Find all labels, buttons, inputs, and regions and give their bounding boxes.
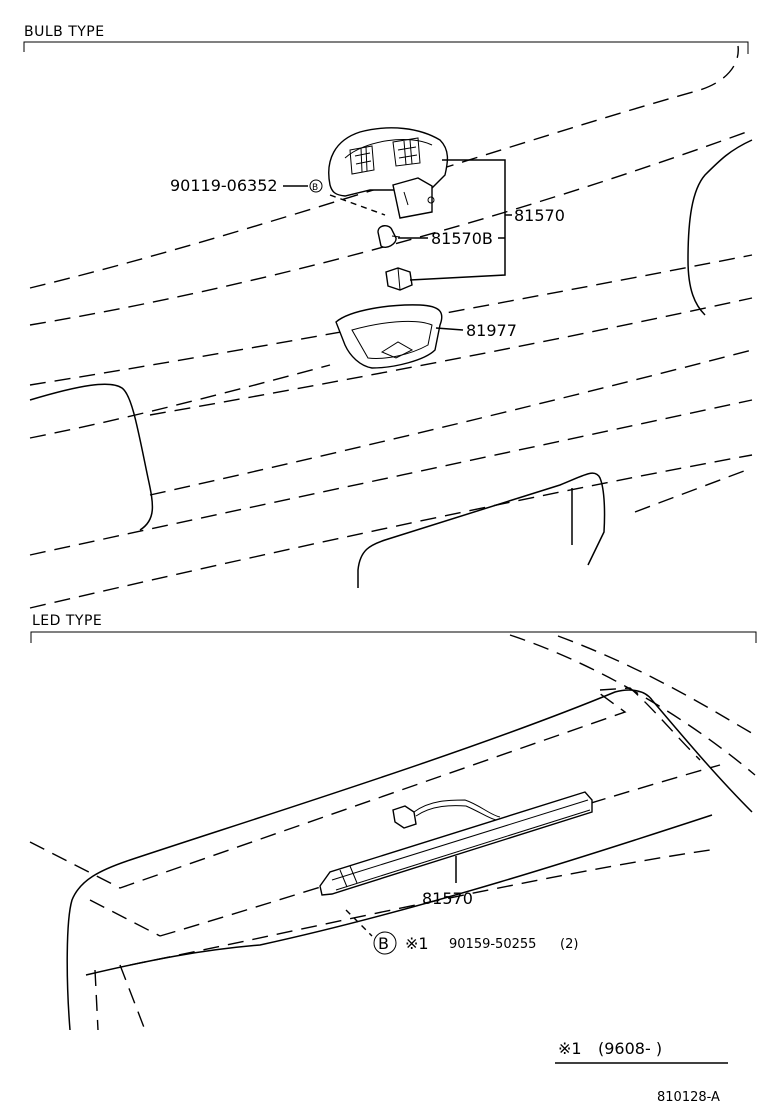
led-lamp-icon xyxy=(319,791,593,896)
b-mark-label: B xyxy=(378,934,389,953)
bolt-dash-line xyxy=(329,194,386,216)
led-section-bracket xyxy=(30,631,757,643)
socket-icon xyxy=(385,267,413,291)
led-body-outline xyxy=(29,634,756,1031)
part-number-bolt: 90119-06352 xyxy=(170,176,278,195)
screw-quantity: (2) xyxy=(560,937,578,952)
footnote-mark: ※1 xyxy=(558,1039,582,1058)
figure-number: 810128-A xyxy=(657,1090,720,1105)
lamp-cover-icon xyxy=(335,304,443,369)
leader-cover xyxy=(435,327,464,331)
note-mark-led: ※1 xyxy=(405,934,429,953)
led-type-heading: LED TYPE xyxy=(32,613,102,629)
bracket-81570 xyxy=(409,159,506,281)
b-mark-letter: B xyxy=(312,183,318,193)
part-number-led-lamp: 81570 xyxy=(422,889,473,908)
part-number-cover: 81977 xyxy=(466,321,517,340)
bulb-section-bracket xyxy=(23,41,749,54)
part-number-lamp-assy: 81570 xyxy=(514,206,565,225)
b-mark-icon xyxy=(309,179,323,193)
bulb-icon xyxy=(377,225,401,248)
stop-lamp-housing-bulb xyxy=(328,127,449,219)
part-number-bulb: 81570B xyxy=(431,229,493,248)
part-number-screw: 90159-50255 xyxy=(449,937,536,952)
b-circle-icon xyxy=(373,931,397,955)
bulb-type-heading: BULB TYPE xyxy=(24,24,105,40)
bulb-body-outline xyxy=(29,45,753,609)
footnote-range: (9608- ) xyxy=(598,1039,662,1058)
